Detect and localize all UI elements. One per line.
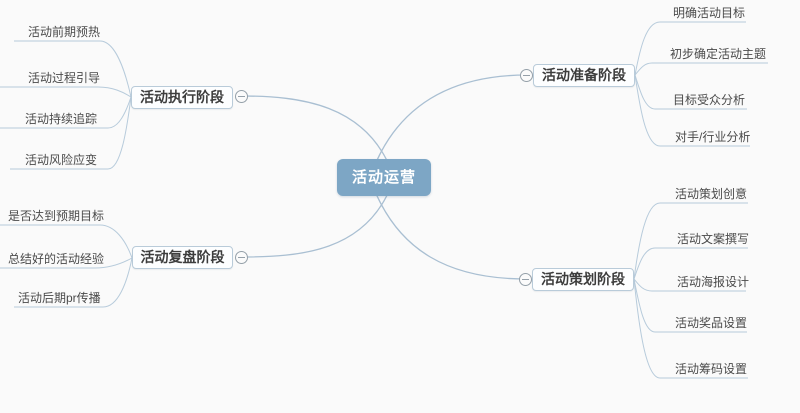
root-topic[interactable]: 活动运营 <box>337 159 431 196</box>
subtopic[interactable]: 活动持续追踪 <box>25 112 98 126</box>
subtopic[interactable]: 是否达到预期目标 <box>8 209 105 223</box>
minus-icon <box>238 96 245 97</box>
topic-exec-stage[interactable]: 活动执行阶段 <box>131 86 233 109</box>
connector-leaf <box>634 62 768 76</box>
collapse-button-review-stage[interactable] <box>235 251 248 264</box>
subtopic[interactable]: 对手/行业分析 <box>675 130 751 144</box>
subtopic[interactable]: 目标受众分析 <box>673 93 746 107</box>
connector-leaf <box>633 247 748 280</box>
connector-leaf <box>14 257 133 308</box>
subtopic[interactable]: 活动过程引导 <box>28 71 101 85</box>
minus-icon <box>522 279 529 280</box>
subtopic[interactable]: 活动策划创意 <box>675 187 748 201</box>
subtopic[interactable]: 活动海报设计 <box>677 275 750 289</box>
connector-root-exec <box>240 95 393 173</box>
connector-leaf <box>634 74 747 110</box>
connector-leaf <box>633 278 748 379</box>
subtopic[interactable]: 总结好的活动经验 <box>8 252 105 266</box>
minus-icon <box>238 257 245 258</box>
connector-leaf <box>634 21 746 76</box>
connector-leaf <box>10 96 132 170</box>
collapse-button-exec-stage[interactable] <box>235 90 248 103</box>
connector-leaf <box>633 202 748 280</box>
connector-root-prep <box>371 74 528 173</box>
subtopic[interactable]: 活动前期预热 <box>28 25 101 39</box>
subtopic[interactable]: 初步确定活动主题 <box>670 47 767 61</box>
connector-leaf <box>0 257 133 269</box>
connector-leaf <box>633 278 746 292</box>
subtopic[interactable]: 活动风险应变 <box>25 153 98 167</box>
topic-prep-stage[interactable]: 活动准备阶段 <box>533 64 635 87</box>
topic-review-stage[interactable]: 活动复盘阶段 <box>132 246 233 269</box>
collapse-button-prep-stage[interactable] <box>520 69 533 82</box>
connector-root-review <box>240 183 393 258</box>
minus-icon <box>523 75 530 76</box>
connector-leaf <box>0 86 132 98</box>
subtopic[interactable]: 活动后期pr传播 <box>18 291 101 305</box>
connector-leaf <box>14 40 132 98</box>
subtopic[interactable]: 明确活动目标 <box>673 6 746 20</box>
collapse-button-plan-stage[interactable] <box>519 273 532 286</box>
subtopic[interactable]: 活动筹码设置 <box>675 362 748 376</box>
connector-leaf <box>634 74 750 147</box>
subtopic[interactable]: 活动文案撰写 <box>677 232 750 246</box>
connector-leaf <box>0 224 133 259</box>
connector-root-plan <box>371 183 527 280</box>
connector-leaf <box>0 96 132 129</box>
subtopic[interactable]: 活动奖品设置 <box>675 316 748 330</box>
connector-leaf <box>633 278 747 333</box>
topic-plan-stage[interactable]: 活动策划阶段 <box>532 268 634 291</box>
